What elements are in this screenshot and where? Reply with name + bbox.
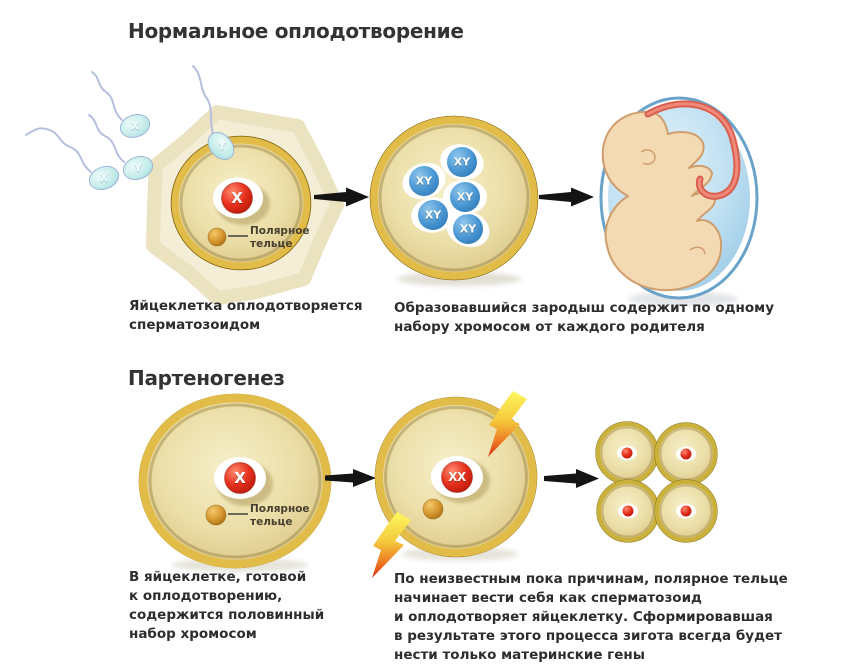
sperm-chromosome-label: X: [130, 119, 140, 133]
polar-body: [205, 504, 227, 526]
egg-chromosome-label: X: [234, 469, 246, 487]
caption-line: содержится половинный: [129, 607, 325, 623]
chromosome-dot-red: [680, 448, 692, 460]
caption-line: и оплодотворяет яйцеклетку. Сформировавш…: [394, 609, 773, 625]
fetus-hand: [689, 246, 706, 255]
umbilical-cord-highlight: [646, 102, 739, 198]
egg-chromosome-label: X: [231, 189, 243, 207]
zygote-chromosome-label: XY: [456, 190, 474, 204]
chromosome-dot-blue: [450, 182, 480, 212]
polar-body-label: Полярное тельце: [250, 225, 310, 250]
title-parthenogenesis: Партеногенез: [128, 366, 285, 390]
sperm-cluster: [25, 65, 235, 191]
caption-haploid-egg: В яйцеклетке, готовой к оплодотворению, …: [129, 568, 324, 644]
fetus-body: [601, 110, 723, 292]
fetus-ear: [640, 149, 656, 165]
cell-inner-shadow: [601, 484, 655, 538]
sperm-head: [88, 165, 120, 191]
daughter-cell: [654, 422, 718, 486]
caption-parthenogenesis-result: По неизвестным пока причинам, полярное т…: [394, 570, 788, 665]
arrow-icon: [325, 469, 376, 487]
sperm-tail: [88, 114, 125, 163]
sperm-tail: [91, 71, 123, 121]
lightning-bolt-icon: [488, 391, 527, 457]
sperm-cell: [91, 71, 151, 138]
sperm-cell: [88, 114, 154, 181]
zygote-cell: [369, 115, 539, 281]
egg-cell-normal: [146, 105, 344, 305]
chromosome-dot-red: [224, 462, 256, 494]
chromosome-dot-blue: [409, 166, 439, 196]
caption-line: Образовавшийся зародыш содержит по одном…: [394, 300, 774, 316]
sperm-head: [207, 132, 235, 160]
polar-body-label: Полярное тельце: [250, 503, 310, 528]
cell-inner-shadow: [600, 426, 654, 480]
chromosome-pair: [440, 144, 484, 180]
embryo-illustration: [599, 96, 759, 300]
egg-inner-shadow: [378, 124, 530, 272]
chromosome-dot-red: [621, 447, 633, 459]
caption-line: к оплодотворению,: [129, 588, 283, 604]
arrow-icon: [544, 469, 599, 488]
sperm-chromosome-label: X: [99, 171, 109, 185]
cell-inner-shadow: [659, 484, 713, 538]
title-normal-fertilization: Нормальное оплодотворение: [128, 19, 464, 43]
chromosome-dot-red: [221, 182, 253, 214]
caption-line: Яйцеклетка оплодотворяется: [129, 298, 363, 314]
zygote-chromosome-label: XY: [415, 174, 433, 188]
sperm-cell: [25, 127, 120, 191]
sperm-tail: [25, 127, 92, 173]
sperm-cell-penetrating: [192, 65, 235, 160]
caption-egg-fertilized: Яйцеклетка оплодотворяется сперматозоидо…: [129, 297, 363, 335]
sperm-tail: [192, 65, 214, 135]
chromosome-dot-blue: [418, 200, 448, 230]
chromosome-dot-blue: [447, 147, 477, 177]
chromosome-pair: [443, 179, 487, 215]
polar-body: [422, 498, 444, 520]
arrow-icon: [314, 187, 369, 207]
sperm-chromosome-label: Y: [218, 139, 226, 153]
caption-line: в результате этого процесса зигота всегд…: [394, 628, 782, 644]
chromosome-dot-red: [441, 461, 473, 493]
four-cell-stage: [595, 421, 718, 543]
chromosome-dot-red: [680, 505, 692, 517]
caption-line: набору хромосом от каждого родителя: [394, 319, 705, 335]
zygote-chromosome-label: XY: [453, 155, 471, 169]
caption-line: По неизвестным пока причинам, полярное т…: [394, 571, 788, 587]
egg-inner-shadow: [179, 144, 303, 262]
chromosome-pair: [402, 162, 446, 200]
sperm-head: [119, 114, 151, 138]
daughter-cell: [595, 421, 659, 485]
caption-line: начинает вести себя как сперматозоид: [394, 590, 702, 606]
daughter-cell: [596, 479, 660, 543]
arrow-icon: [539, 187, 594, 207]
caption-line: сперматозоидом: [129, 317, 261, 333]
zygote-chromosome-label: XY: [459, 222, 477, 236]
caption-line: набор хромосом: [129, 626, 257, 642]
lightning-bolt-icon: [372, 512, 411, 578]
caption-line: В яйцеклетке, готовой: [129, 569, 307, 585]
chromosome-dot-blue: [453, 214, 483, 244]
chromosome-pair: [411, 197, 455, 233]
caption-line: нести только материнские гены: [394, 647, 645, 663]
egg-inner-shadow: [148, 403, 322, 559]
egg-inner-shadow: [384, 406, 528, 548]
polar-body: [207, 227, 227, 247]
sperm-chromosome-label: Y: [134, 161, 142, 175]
sperm-head: [122, 155, 154, 181]
daughter-cell: [654, 479, 718, 543]
chromosome-dot-red: [622, 505, 634, 517]
activated-egg-chromosome-label: XX: [448, 470, 466, 484]
egg-cell-parthenogenesis: [138, 393, 332, 569]
zygote-chromosome-label: XY: [424, 208, 442, 222]
chromosome-pair: [446, 210, 490, 248]
caption-zygote-chromosomes: Образовавшийся зародыш содержит по одном…: [394, 299, 774, 337]
